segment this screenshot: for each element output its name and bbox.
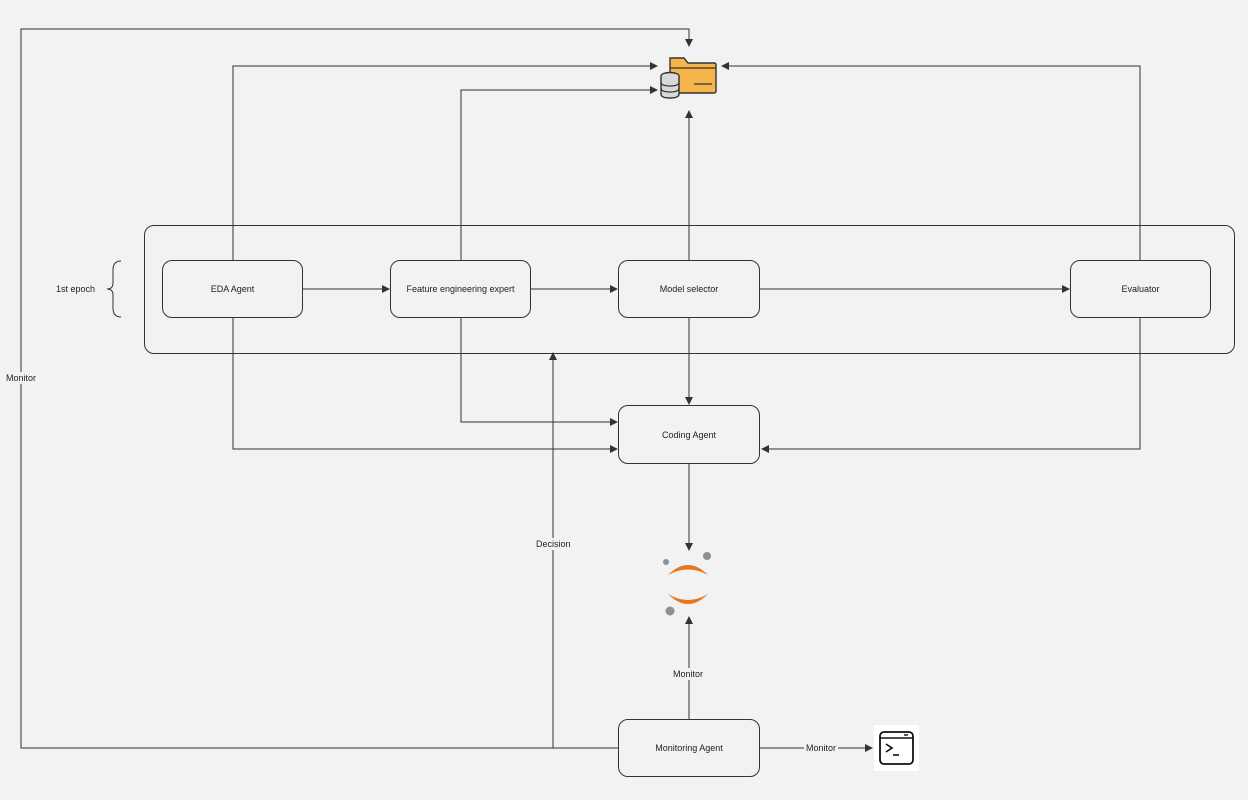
edges bbox=[20, 28, 1141, 752]
monitor-left-label: Monitor bbox=[4, 372, 39, 384]
monitoring-agent-node[interactable]: Monitoring Agent bbox=[618, 719, 760, 777]
epoch-brace bbox=[106, 260, 122, 318]
terminal-icon bbox=[874, 725, 919, 771]
feature-engineering-node[interactable]: Feature engineering expert bbox=[390, 260, 531, 318]
edge-eda-storage bbox=[232, 62, 658, 260]
monitor-jupyter-label: Monitor bbox=[671, 668, 706, 680]
decision-label: Decision bbox=[534, 538, 573, 550]
epoch-label: 1st epoch bbox=[54, 283, 98, 295]
folder-database-icon bbox=[660, 57, 717, 99]
edge-feature-storage bbox=[460, 86, 658, 260]
edge-monitor-storage bbox=[20, 28, 693, 749]
edge-decision bbox=[549, 352, 619, 749]
epoch-group bbox=[144, 225, 1235, 354]
coding-agent-node[interactable]: Coding Agent bbox=[618, 405, 760, 464]
edge-feature-coding bbox=[460, 318, 618, 426]
monitor-terminal-label: Monitor bbox=[804, 742, 839, 754]
edge-eda-coding bbox=[232, 318, 618, 453]
edge-evaluator-coding bbox=[761, 318, 1141, 453]
model-selector-node[interactable]: Model selector bbox=[618, 260, 760, 318]
edge-evaluator-storage bbox=[721, 62, 1141, 260]
jupyter-icon bbox=[663, 552, 711, 616]
evaluator-node[interactable]: Evaluator bbox=[1070, 260, 1211, 318]
eda-agent-node[interactable]: EDA Agent bbox=[162, 260, 303, 318]
